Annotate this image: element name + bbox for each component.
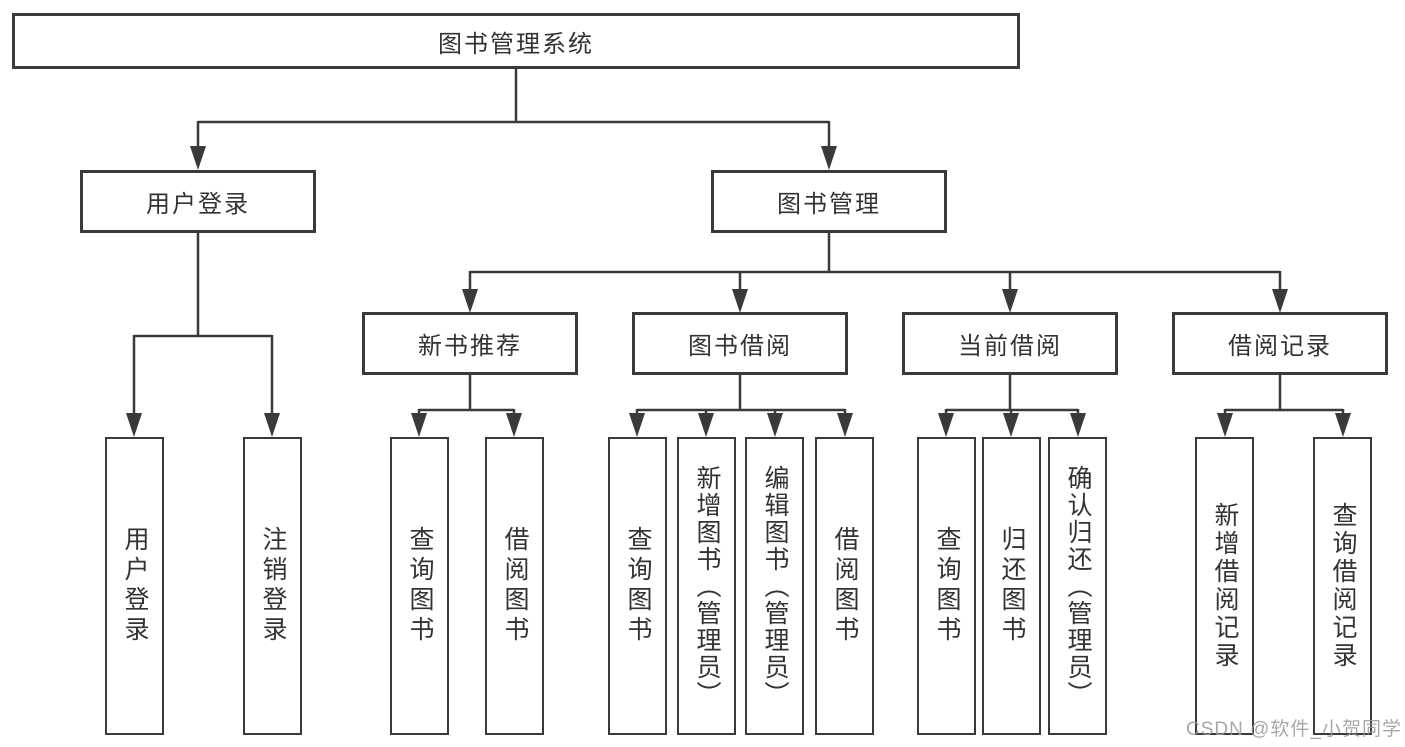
arrow-down-icon bbox=[629, 413, 645, 437]
csdn-watermark: CSDN @软件_小贺同学 bbox=[1186, 719, 1402, 740]
leaf-query-borrow-record: 查询借阅记录 bbox=[1313, 437, 1372, 735]
leaf-query-books-current: 查询图书 bbox=[917, 437, 976, 735]
leaf-add-borrow-record: 新增借阅记录 bbox=[1195, 437, 1254, 735]
arrow-down-icon bbox=[837, 413, 853, 437]
leaf-return-books: 归还图书 bbox=[982, 437, 1041, 735]
leaf-confirm-return-admin: 确认归还（管理员） bbox=[1048, 437, 1107, 735]
node-current-borrowing: 当前借阅 bbox=[902, 312, 1118, 375]
arrow-down-icon bbox=[1003, 413, 1019, 437]
arrow-down-icon bbox=[1217, 413, 1233, 437]
arrow-down-icon bbox=[732, 289, 748, 313]
leaf-borrow-books-borrowing: 借阅图书 bbox=[815, 437, 874, 735]
arrow-down-icon bbox=[190, 146, 206, 170]
arrow-down-icon bbox=[1272, 289, 1288, 313]
arrow-down-icon bbox=[821, 146, 837, 170]
arrow-down-icon bbox=[938, 413, 954, 437]
leaf-query-books-borrowing: 查询图书 bbox=[608, 437, 667, 735]
leaf-user-login: 用户登录 bbox=[105, 437, 164, 735]
node-borrowing-records: 借阅记录 bbox=[1172, 312, 1388, 375]
node-root-system: 图书管理系统 bbox=[12, 13, 1020, 69]
arrow-down-icon bbox=[264, 413, 280, 437]
arrow-down-icon bbox=[1335, 413, 1351, 437]
leaf-query-books-recommend: 查询图书 bbox=[390, 437, 449, 735]
leaf-add-books-admin: 新增图书（管理员） bbox=[677, 437, 736, 735]
node-user-login: 用户登录 bbox=[80, 170, 316, 233]
arrow-down-icon bbox=[767, 413, 783, 437]
arrow-down-icon bbox=[1002, 289, 1018, 313]
leaf-edit-books-admin: 编辑图书（管理员） bbox=[745, 437, 804, 735]
connector-edges bbox=[132, 69, 1345, 414]
arrow-down-icon bbox=[462, 289, 478, 313]
arrow-down-icon bbox=[1070, 413, 1086, 437]
arrow-down-icon bbox=[411, 413, 427, 437]
node-book-management: 图书管理 bbox=[711, 170, 947, 233]
arrow-down-icon bbox=[506, 413, 522, 437]
node-new-book-recommend: 新书推荐 bbox=[362, 312, 578, 375]
arrowhead-icons bbox=[126, 146, 1351, 437]
arrow-down-icon bbox=[126, 413, 142, 437]
leaf-logout: 注销登录 bbox=[243, 437, 302, 735]
leaf-borrow-books-recommend: 借阅图书 bbox=[485, 437, 544, 735]
node-book-borrowing: 图书借阅 bbox=[632, 312, 848, 375]
arrow-down-icon bbox=[698, 413, 714, 437]
